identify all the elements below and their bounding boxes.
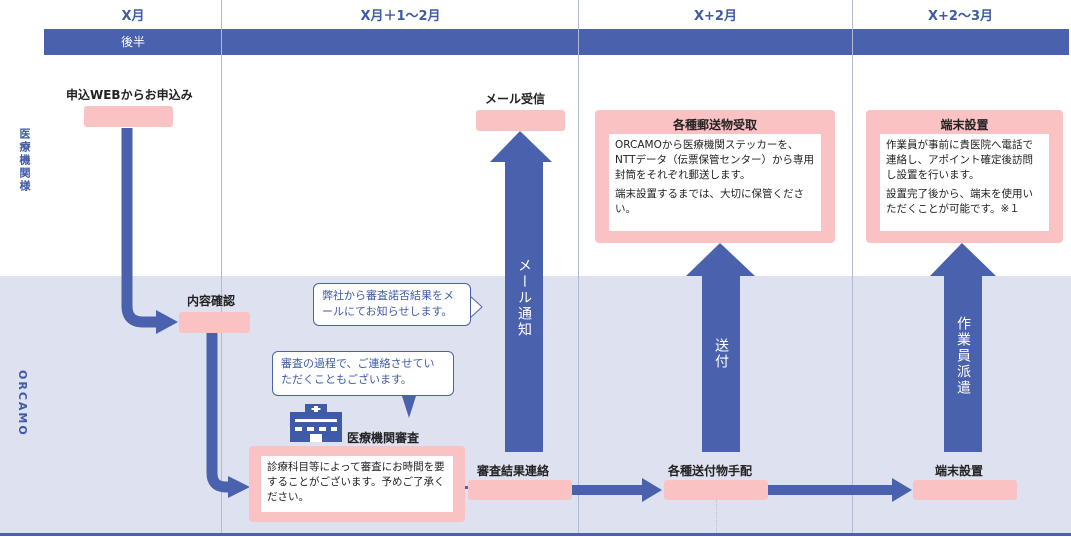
flow-arrow-apply-to-confirm [121, 128, 158, 328]
step-apply-box [84, 106, 173, 127]
step-shipping-box [664, 480, 768, 500]
arrow-head [642, 478, 662, 502]
receive-card: 各種郵送物受取 ORCAMOから医療機関ステッカーを、NTTデータ（伝票保管セン… [595, 110, 835, 243]
column-divider [221, 0, 222, 533]
flow-arrow-shipping-to-setup [768, 485, 894, 495]
flow-arrow-result-to-shipping [572, 485, 644, 495]
step-result-title: 審査結果連絡 [477, 464, 550, 478]
receive-card-text-2: 端末設置するまでは、大切に保管ください。 [615, 188, 804, 215]
dispatch-arrow-head [930, 243, 996, 276]
timeline-bar [44, 29, 1069, 55]
mail-notice-arrow-shaft [505, 160, 543, 452]
dispatch-label: 作業員派遣 [955, 316, 971, 396]
flow-arrow-confirm-to-review [206, 333, 229, 493]
row-label-orcamo: ORCAMO [16, 370, 29, 437]
step-confirm-box [179, 312, 250, 333]
column-title-x-month: X月 [121, 9, 145, 24]
step-review-title: 医療機関審査 [347, 431, 420, 445]
dotted-divider [716, 500, 717, 533]
column-title-x-plus-2-3: X+2～3月 [927, 9, 993, 24]
setup-card: 端末設置 作業員が事前に貴医院へ電話で連絡し、アポイント確定後訪問し設置を行いま… [866, 110, 1063, 243]
step-device-setup-title: 端末設置 [935, 464, 984, 478]
arrow-head [228, 476, 250, 498]
flow-arrow-review-to-result [465, 486, 470, 489]
step-mail-receive-title: メール受信 [485, 92, 546, 106]
receive-card-title: 各種郵送物受取 [672, 118, 757, 132]
review-card-body: 診療科目等によって審査にお時間を要することがございます。予めご了承ください。 [261, 456, 453, 512]
column-divider [852, 0, 853, 533]
receive-card-text-1: ORCAMOから医療機関ステッカーを、NTTデータ（伝票保管センター）から専用封… [615, 139, 814, 181]
setup-card-text-1: 作業員が事前に貴医院へ電話で連絡し、アポイント確定後訪問し設置を行います。 [886, 139, 1033, 181]
result-notice-bubble: 弊社から審査諾否結果をメールにてお知らせします。 [313, 283, 471, 326]
mail-notice-label: メール通知 [516, 258, 532, 338]
hospital-building-icon [290, 404, 342, 442]
receive-card-body: ORCAMOから医療機関ステッカーを、NTTデータ（伝票保管センター）から専用封… [609, 134, 821, 231]
second-half-label: 後半 [120, 35, 145, 49]
bubble-tail [469, 294, 483, 320]
bubble-tail [402, 396, 416, 418]
send-label: 送付 [713, 338, 729, 370]
row-label-medical: 医療機関様 [18, 128, 31, 193]
mail-notice-arrow-head [490, 131, 552, 162]
column-title-x-plus-2: X+2月 [694, 9, 737, 24]
setup-card-body: 作業員が事前に貴医院へ電話で連絡し、アポイント確定後訪問し設置を行います。 設置… [880, 134, 1049, 231]
step-result-box [468, 480, 572, 500]
step-mail-receive-box [476, 110, 565, 131]
send-arrow-shaft [702, 274, 740, 452]
setup-card-title: 端末設置 [940, 118, 989, 132]
send-arrow-head [686, 243, 755, 276]
step-apply-title: 申込WEBからお申込み [66, 88, 193, 102]
review-card: 診療科目等によって審査にお時間を要することがございます。予めご了承ください。 [249, 446, 465, 522]
process-notice-bubble: 審査の過程で、ご連絡させていただくこともございます。 [272, 351, 454, 396]
arrow-head [892, 478, 912, 502]
dispatch-arrow-shaft [944, 274, 982, 452]
column-title-x-plus-1-2: X月＋1～2月 [360, 9, 441, 24]
setup-card-text-2: 設置完了後から、端末を使用いただくことが可能です。※１ [886, 188, 1033, 215]
column-divider [578, 0, 579, 533]
step-device-setup-box [913, 480, 1017, 500]
arrow-head [156, 310, 178, 334]
step-confirm-title: 内容確認 [187, 294, 236, 308]
step-shipping-title: 各種送付物手配 [668, 464, 753, 478]
bottom-border [0, 533, 1071, 536]
